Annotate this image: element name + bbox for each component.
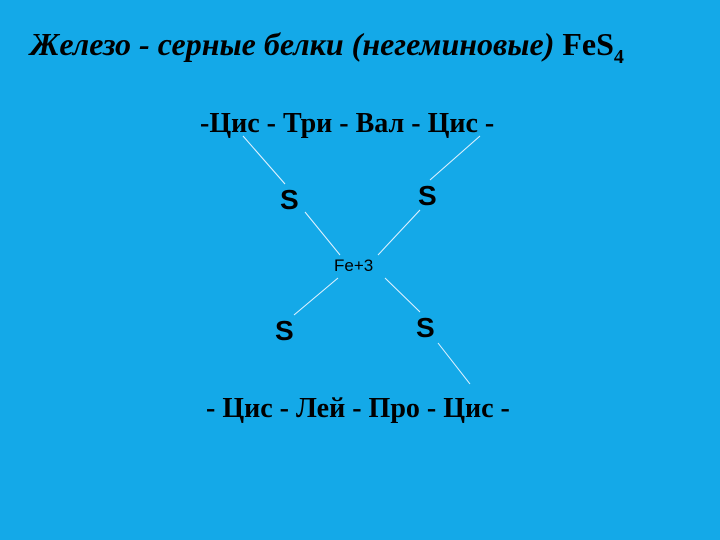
title-text: Железо - серные белки (негеминовые) — [30, 26, 563, 62]
sulfur-atom-top-left: S — [280, 184, 299, 215]
bond-line-bottom-right-chain — [437, 342, 471, 385]
sulfur-atom-top-right: S — [418, 180, 437, 211]
bond-line-top-left-chain — [242, 135, 286, 185]
peptide-chain-top: -Цис - Три - Вал - Цис - — [200, 108, 495, 139]
bond-line-top-right-chain — [429, 135, 481, 181]
title-formula-subscript: 4 — [613, 46, 624, 68]
sulfur-atom-bottom-right: S — [416, 312, 435, 343]
bond-line-fe-s4 — [384, 277, 421, 313]
bond-line-s2-fe — [377, 209, 421, 256]
peptide-chain-bottom: - Цис - Лей - Про - Цис - — [206, 393, 510, 424]
title-formula: FeS — [562, 26, 614, 62]
slide-title: Железо - серные белки (негеминовые) FeS4 — [30, 24, 624, 77]
sulfur-atom-bottom-left: S — [275, 315, 294, 346]
bond-line-s1-fe — [304, 211, 341, 256]
iron-ion-center: Fe+3 — [334, 256, 374, 275]
bond-line-fe-s3 — [293, 277, 339, 316]
